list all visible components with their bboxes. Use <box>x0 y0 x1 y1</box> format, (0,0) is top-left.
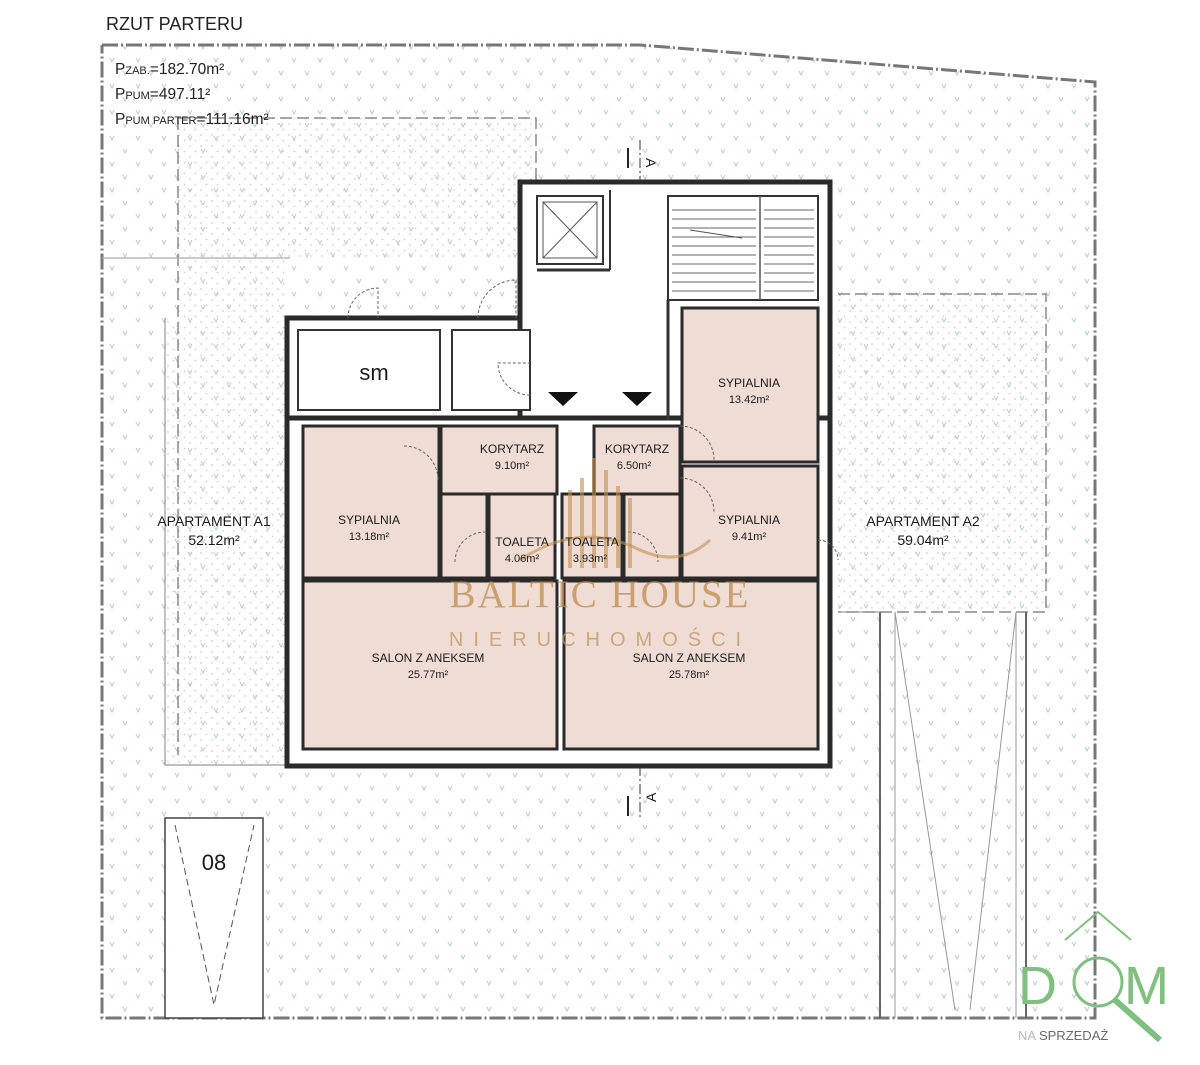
parking-number: 08 <box>202 850 226 875</box>
room-salon-a2-area: 25.78m² <box>669 669 710 681</box>
dom-logo-letter-m: M <box>1124 956 1169 1016</box>
plan-title: RZUT PARTERU <box>106 14 244 34</box>
terrace-areas <box>102 117 1047 766</box>
room-toaleta-a2-name: TOALETA <box>565 535 619 549</box>
apartment-a1-area: 52.12m² <box>188 532 240 548</box>
room-korytarz-a1-name: KORYTARZ <box>480 442 544 456</box>
room-korytarz-a2-area: 6.50m² <box>617 460 652 472</box>
room-sypialnia-a2-top-area: 13.42m² <box>729 394 770 406</box>
room-sypialnia-a2-mid-name: SYPIALNIA <box>718 513 780 527</box>
room-toaleta-a2-area: 3.93m² <box>573 553 608 565</box>
storage-rooms: sm <box>297 279 531 411</box>
stat-row: PPUM PARTER=111.16m² <box>115 111 269 128</box>
area-stats: PZAB.=182.70m² PPUM=497.11² PPUM PARTER=… <box>115 58 269 133</box>
dom-logo-tagline: NA SPRZEDAŻ <box>1018 1028 1109 1043</box>
room-sypialnia-a1-area: 13.18m² <box>349 531 390 543</box>
room-salon-a1-area: 25.77m² <box>408 669 449 681</box>
apartment-a2-area: 59.04m² <box>897 532 949 548</box>
watermark-tagline: NIERUCHOMOŚCI <box>448 629 752 651</box>
apartment-a1-name: APARTAMENT A1 <box>157 513 271 529</box>
apartment-a1-rooms <box>301 424 559 751</box>
driveway <box>838 611 1027 1018</box>
room-korytarz-a1-area: 9.10m² <box>495 460 530 472</box>
stair-core <box>536 190 819 420</box>
storage-label: sm <box>359 360 388 385</box>
room-korytarz-a2-name: KORYTARZ <box>605 442 669 456</box>
section-marker-top: A <box>643 158 659 168</box>
stat-row: PZAB.=182.70m² <box>115 61 225 78</box>
dom-logo-icon: D M <box>1018 910 1169 1043</box>
stat-row: PPUM=497.11² <box>115 86 211 103</box>
room-sypialnia-a2-top-name: SYPIALNIA <box>718 376 780 390</box>
section-markers: A A <box>627 140 659 820</box>
apartment-a2-name: APARTAMENT A2 <box>866 513 980 529</box>
section-marker-bottom: A <box>643 792 659 802</box>
room-salon-a2-name: SALON Z ANEKSEM <box>633 651 746 665</box>
baltic-house-logo-icon <box>519 458 712 568</box>
apartment-a2-rooms <box>560 306 820 751</box>
watermark-brand: BALTIC HOUSE <box>449 573 751 616</box>
dom-logo-letter-d: D <box>1018 956 1057 1016</box>
room-toaleta-a1-area: 4.06m² <box>505 553 540 565</box>
room-salon-a1-name: SALON Z ANEKSEM <box>372 651 485 665</box>
parking-spot: 08 <box>164 817 264 1019</box>
room-sypialnia-a2-mid-area: 9.41m² <box>732 531 767 543</box>
room-labels: APARTAMENT A1 52.12m² APARTAMENT A2 59.0… <box>157 376 980 681</box>
room-sypialnia-a1-name: SYPIALNIA <box>338 513 400 527</box>
stair-treads <box>672 209 814 292</box>
room-toaleta-a1-name: TOALETA <box>495 535 549 549</box>
